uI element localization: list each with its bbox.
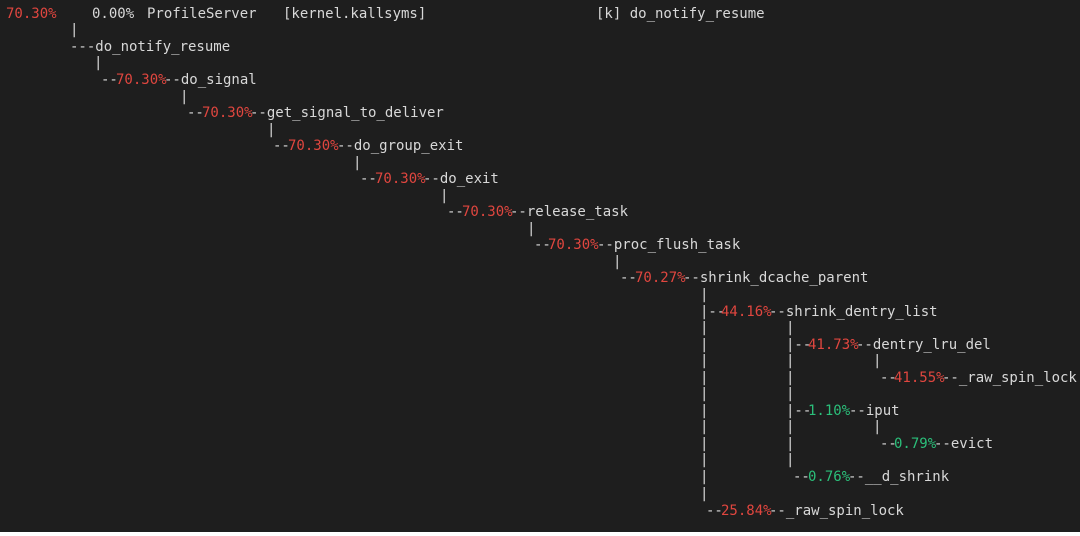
tree-connector: | — [786, 386, 795, 402]
call-percent: 70.30% — [548, 237, 599, 253]
tree-connector: -- — [187, 105, 204, 121]
call-percent: 70.30% — [116, 72, 167, 88]
tree-connector: -- — [880, 370, 897, 386]
tree-connector: | — [613, 254, 622, 270]
tree-connector: | — [786, 370, 795, 386]
tree-connector: -- — [101, 72, 118, 88]
tree-connector: | — [180, 89, 189, 105]
symbol-name: [k] do_notify_resume — [596, 6, 765, 22]
call-percent: 0.79% — [894, 436, 937, 452]
tree-connector: | — [786, 419, 795, 435]
function-name: --dentry_lru_del — [856, 337, 991, 353]
tree-connector: |-- — [786, 337, 812, 353]
tree-connector: | — [94, 55, 103, 71]
tree-connector: | — [440, 188, 449, 204]
tree-connector: |-- — [700, 304, 726, 320]
tree-connector: | — [700, 337, 709, 353]
children-percent: 70.30% — [6, 6, 57, 22]
self-percent: 0.00% — [92, 6, 135, 22]
function-name: ---do_notify_resume — [70, 39, 231, 55]
tree-connector: -- — [447, 204, 464, 220]
command-name: ProfileServer — [147, 6, 257, 22]
function-name: --shrink_dcache_parent — [683, 270, 869, 286]
tree-connector: | — [700, 403, 709, 419]
shared-object: [kernel.kallsyms] — [283, 6, 427, 22]
tree-connector: | — [786, 320, 795, 336]
function-name: --evict — [934, 436, 994, 452]
call-percent: 70.30% — [202, 105, 253, 121]
tree-connector: | — [700, 486, 709, 502]
call-percent: 70.30% — [462, 204, 513, 220]
function-name: --_raw_spin_lock — [942, 370, 1077, 386]
function-name: --shrink_dentry_list — [769, 304, 938, 320]
call-percent: 41.73% — [808, 337, 859, 353]
tree-connector: | — [700, 353, 709, 369]
function-name: --do_exit — [423, 171, 499, 187]
tree-connector: | — [353, 155, 362, 171]
function-name: --iput — [849, 403, 900, 419]
tree-connector: | — [786, 452, 795, 468]
call-percent: 41.55% — [894, 370, 945, 386]
tree-connector: -- — [273, 138, 290, 154]
window-bottom-edge — [0, 532, 1080, 536]
tree-connector: | — [873, 353, 882, 369]
call-percent: 1.10% — [808, 403, 851, 419]
tree-connector: | — [786, 353, 795, 369]
function-name: --proc_flush_task — [597, 237, 741, 253]
tree-connector: | — [70, 22, 79, 38]
tree-connector: | — [527, 221, 536, 237]
function-name: --do_signal — [164, 72, 257, 88]
tree-connector: -- — [706, 503, 723, 519]
tree-connector: | — [786, 436, 795, 452]
tree-connector: | — [267, 122, 276, 138]
call-percent: 25.84% — [721, 503, 772, 519]
tree-connector: | — [700, 419, 709, 435]
function-name: --get_signal_to_deliver — [250, 105, 444, 121]
call-percent: 44.16% — [721, 304, 772, 320]
call-percent: 70.30% — [375, 171, 426, 187]
function-name: --do_group_exit — [337, 138, 464, 154]
function-name: --release_task — [510, 204, 629, 220]
tree-connector: | — [700, 436, 709, 452]
tree-connector: | — [700, 370, 709, 386]
tree-connector: -- — [620, 270, 637, 286]
call-percent: 70.27% — [635, 270, 686, 286]
call-percent: 0.76% — [808, 469, 851, 485]
tree-connector: -- — [880, 436, 897, 452]
tree-connector: |-- — [786, 403, 812, 419]
tree-connector: | — [873, 419, 882, 435]
tree-connector: -- — [793, 469, 810, 485]
report-header-row: 70.30% 0.00% ProfileServer [kernel.kalls… — [0, 4, 765, 24]
tree-connector: | — [700, 452, 709, 468]
function-name: --__d_shrink — [848, 469, 950, 485]
tree-connector: | — [700, 287, 709, 303]
tree-connector: -- — [360, 171, 377, 187]
function-name: --_raw_spin_lock — [769, 503, 904, 519]
tree-connector: -- — [534, 237, 551, 253]
tree-connector: | — [700, 469, 709, 485]
tree-connector: | — [700, 320, 709, 336]
call-percent: 70.30% — [288, 138, 339, 154]
tree-connector: | — [700, 386, 709, 402]
